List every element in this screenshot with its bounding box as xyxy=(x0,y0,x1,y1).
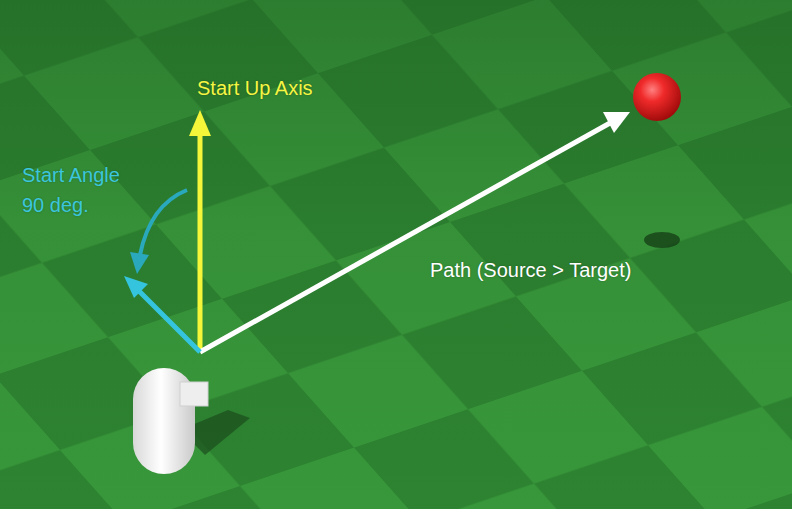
start-direction-line xyxy=(138,290,200,352)
angle-label: Start Angle 90 deg. xyxy=(22,160,140,220)
path-arrow-head xyxy=(603,112,630,133)
axis-label-holder: Start Up Axis xyxy=(197,73,313,103)
up-axis-line xyxy=(198,132,203,352)
target-sphere xyxy=(633,73,681,121)
angle-arc xyxy=(140,190,187,255)
capsule-visor xyxy=(180,382,208,406)
path-arrow-line xyxy=(200,123,610,352)
path-label-holder: Path (Source > Target) xyxy=(430,255,631,285)
start-direction-head xyxy=(124,276,148,298)
angle-arc-head xyxy=(130,252,149,274)
up-axis-head xyxy=(189,110,211,136)
path-label: Path (Source > Target) xyxy=(430,255,631,285)
angle-label-holder: Start Angle 90 deg. xyxy=(22,160,140,220)
ball-shadow xyxy=(644,232,680,248)
axis-label: Start Up Axis xyxy=(197,73,313,103)
